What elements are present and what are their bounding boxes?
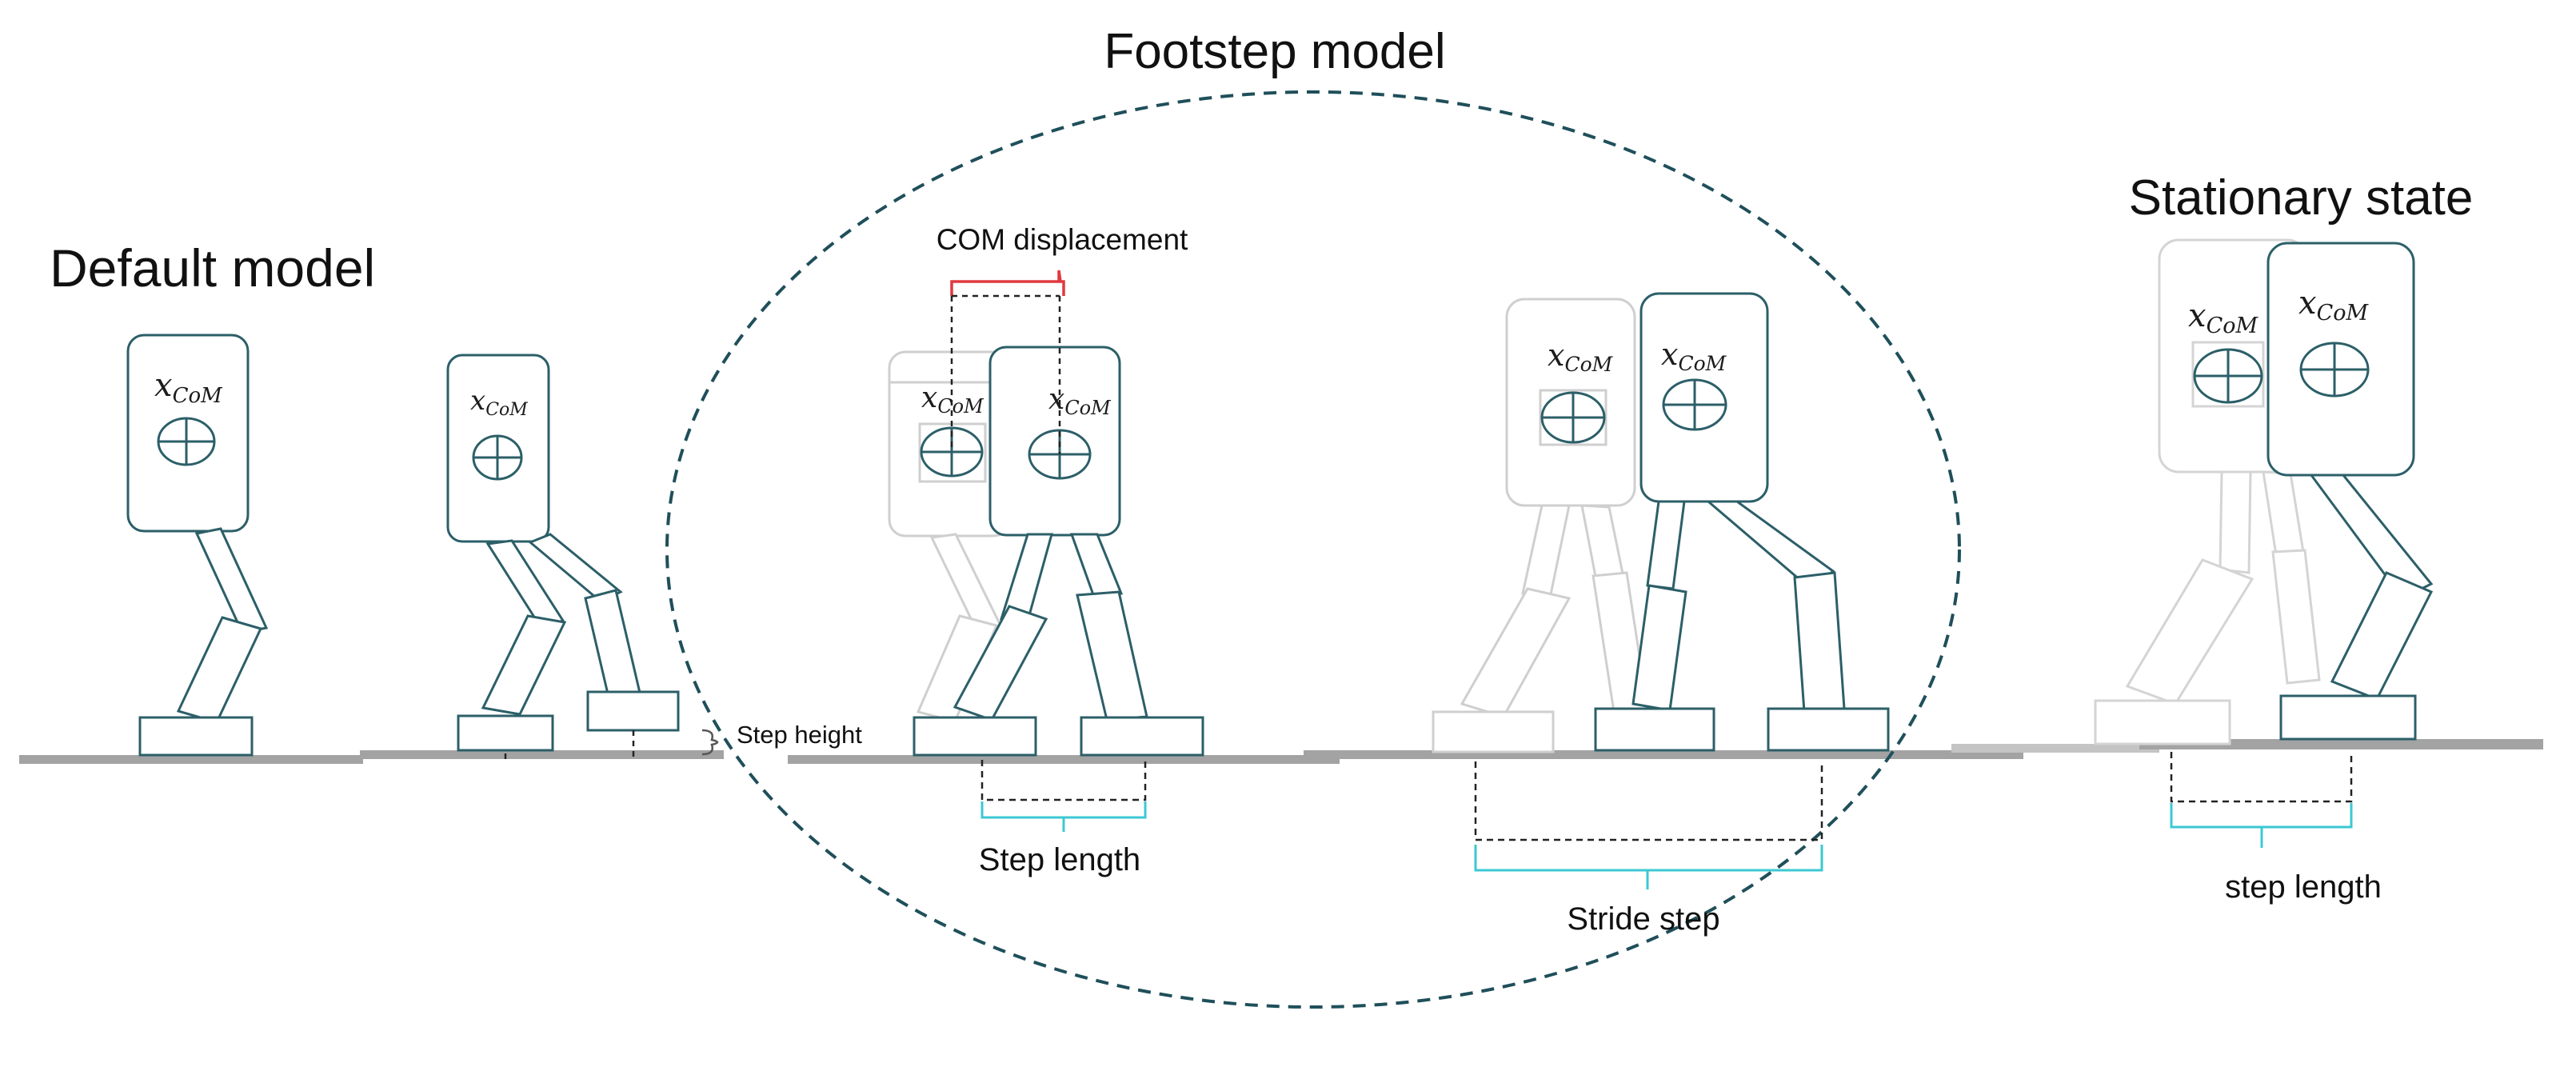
ghost-com-marker bbox=[1540, 391, 1606, 444]
ghost-com-marker bbox=[2193, 348, 2263, 404]
com-label: xCoM bbox=[921, 382, 984, 418]
step-height-indicator bbox=[504, 729, 719, 760]
step-length-stationary-label: step length bbox=[2225, 869, 2382, 905]
com-label: xCoM bbox=[1548, 338, 1614, 376]
com-symbol-base: x bbox=[921, 382, 937, 414]
shin bbox=[2330, 571, 2434, 701]
com-symbol-sub: CoM bbox=[2317, 301, 2370, 326]
com-marker bbox=[472, 434, 523, 481]
footstep-model-ellipse bbox=[665, 90, 1961, 1009]
com-symbol-base: x bbox=[2298, 285, 2317, 322]
dimension-dash bbox=[1474, 761, 1823, 841]
back-foot bbox=[1594, 707, 1715, 752]
front-foot bbox=[586, 690, 680, 732]
back-shin bbox=[1631, 584, 1687, 712]
com-label: xCoM bbox=[154, 367, 223, 408]
stride-step-dimension bbox=[1474, 761, 1823, 889]
com-marker bbox=[157, 417, 216, 466]
stationary-state-title: Stationary state bbox=[2129, 170, 2474, 226]
com-label: xCoM bbox=[1661, 337, 1727, 375]
com-label: xCoM bbox=[470, 385, 528, 420]
com-displacement-label: COM displacement bbox=[937, 223, 1188, 256]
stride-step-label: Stride step bbox=[1567, 901, 1719, 937]
back-shin bbox=[481, 614, 567, 716]
thigh bbox=[2219, 470, 2252, 574]
thigh bbox=[2309, 474, 2434, 600]
thigh bbox=[1580, 504, 1625, 582]
front-shin bbox=[1076, 590, 1148, 721]
robot-com-displacement: xCoM xCoM bbox=[913, 346, 1204, 757]
thigh bbox=[2262, 470, 2305, 557]
com-symbol-base: x bbox=[1048, 383, 1064, 416]
length-bracket bbox=[1474, 845, 1823, 889]
front-thigh bbox=[1704, 500, 1835, 593]
footstep-model-title: Footstep model bbox=[1104, 24, 1445, 79]
com-symbol-base: x bbox=[154, 367, 173, 404]
front-shin bbox=[584, 589, 641, 702]
shin bbox=[2125, 558, 2254, 705]
com-symbol-sub: CoM bbox=[2207, 314, 2259, 338]
ground-segment bbox=[2139, 739, 2543, 749]
com-symbol-base: x bbox=[470, 385, 485, 417]
ground-segment bbox=[788, 755, 1340, 764]
ghost-com-marker bbox=[920, 426, 984, 478]
step-length-label: Step length bbox=[979, 842, 1140, 877]
com-symbol-sub: CoM bbox=[1564, 353, 1613, 376]
com-marker bbox=[2299, 342, 2370, 398]
ground-segment bbox=[1951, 744, 2159, 753]
com-symbol-base: x bbox=[2188, 298, 2207, 334]
com-displacement-indicator bbox=[950, 270, 1166, 454]
length-bracket bbox=[2170, 803, 2353, 848]
default-model-title: Default model bbox=[50, 238, 375, 298]
robot-step-height: xCoM bbox=[446, 354, 680, 752]
ground-segment bbox=[360, 750, 724, 759]
com-symbol-sub: CoM bbox=[173, 384, 224, 408]
com-bracket-left bbox=[952, 282, 1166, 296]
com-bracket bbox=[950, 270, 1065, 296]
robot-stationary: xCoM xCoM bbox=[2188, 242, 2434, 741]
com-marker bbox=[1662, 378, 1727, 431]
com-symbol-sub: CoM bbox=[1678, 352, 1727, 375]
length-bracket bbox=[980, 801, 1147, 832]
shin bbox=[2271, 549, 2321, 685]
com-symbol-sub: CoM bbox=[937, 395, 984, 418]
com-symbol-base: x bbox=[1548, 338, 1564, 373]
shin bbox=[176, 616, 263, 724]
robot-ghost-stride bbox=[1432, 298, 1649, 753]
foot bbox=[1432, 710, 1555, 753]
dimension-dash bbox=[2170, 752, 2353, 803]
step-length-dimension bbox=[980, 760, 1147, 832]
thigh bbox=[194, 527, 269, 634]
back-thigh bbox=[1646, 500, 1686, 590]
front-thigh bbox=[528, 533, 623, 603]
back-thigh bbox=[485, 539, 565, 629]
front-foot bbox=[1767, 707, 1890, 752]
thigh bbox=[1521, 504, 1571, 600]
foot bbox=[2094, 699, 2231, 745]
back-foot bbox=[457, 714, 554, 752]
ground-segment bbox=[1304, 750, 2023, 759]
com-label: xCoM bbox=[2298, 285, 2369, 326]
dimension-dash bbox=[980, 760, 1147, 801]
com-label: xCoM bbox=[2188, 298, 2258, 338]
front-shin bbox=[1793, 571, 1846, 713]
step-length-stationary-dimension bbox=[2170, 752, 2353, 848]
com-symbol-sub: CoM bbox=[1064, 397, 1112, 419]
com-symbol-base: x bbox=[1661, 337, 1678, 372]
front-thigh bbox=[1069, 533, 1124, 603]
ground-segment bbox=[19, 755, 363, 764]
foot bbox=[138, 716, 254, 757]
robot-stride: xCoM xCoM bbox=[1540, 292, 1890, 752]
com-symbol-sub: CoM bbox=[485, 400, 528, 420]
foot bbox=[2279, 694, 2417, 741]
step-height-label: Step height bbox=[737, 721, 862, 749]
front-foot bbox=[1080, 716, 1204, 757]
robot-default: xCoM bbox=[126, 334, 269, 757]
step-height-brace bbox=[701, 729, 719, 756]
back-foot bbox=[913, 716, 1037, 757]
shin bbox=[1460, 587, 1572, 718]
ground bbox=[19, 739, 2543, 764]
